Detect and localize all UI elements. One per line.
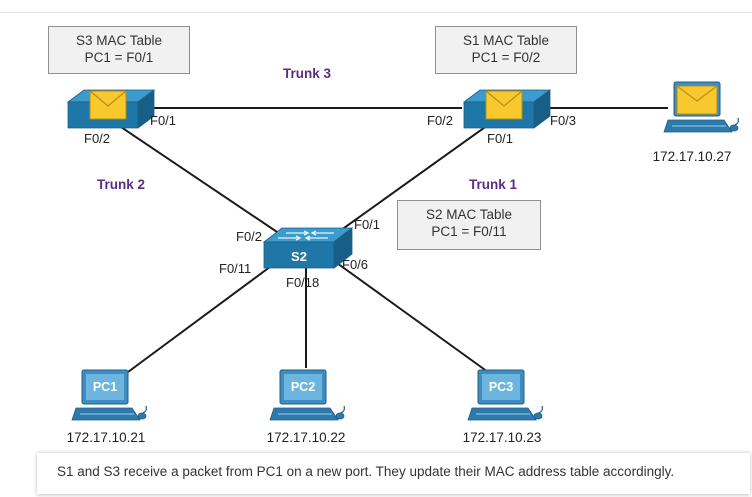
port-s1-f01: F0/1 [487,131,513,146]
envelope-icon [485,90,523,120]
trunk2-label: Trunk 2 [97,177,145,192]
mac-table-s3-title: S3 MAC Table [75,33,163,48]
port-s2-f01: F0/1 [354,217,380,232]
pc1-label: PC1 [93,380,117,394]
pc-icon [269,369,345,421]
pc2-ip: 172.17.10.22 [267,430,346,445]
link-trunk1 [329,124,489,239]
port-s3-f01: F0/1 [150,113,176,128]
mac-table-s2-title: S2 MAC Table [425,207,513,222]
switch-s1 [463,89,551,129]
host-pc2: PC2 [269,369,345,421]
pc-icon [71,369,147,421]
pc3-ip: 172.17.10.23 [463,430,542,445]
trunk1-label: Trunk 1 [469,177,518,192]
host-s1-ip: 172.17.10.27 [653,149,732,164]
caption: S1 and S3 receive a packet from PC1 on a… [37,452,750,494]
mac-table-s3: S3 MAC Table PC1 = F0/1 [48,26,190,74]
port-s2-f02: F0/2 [236,229,262,244]
top-divider [0,12,752,13]
switch-s2: S2 [262,227,354,269]
port-s1-f03: F0/3 [550,113,576,128]
port-s2-f06: F0/6 [342,257,368,272]
port-s1-f02: F0/2 [427,113,453,128]
mac-table-s1-title: S1 MAC Table [462,33,550,48]
link-trunk2 [117,124,287,239]
pc3-label: PC3 [489,380,513,394]
envelope-icon [89,90,127,120]
link-s2-pc1 [127,257,283,373]
switch-s3 [67,89,155,129]
mac-table-s2-entry: PC1 = F0/11 [431,224,507,239]
mac-table-s3-entry: PC1 = F0/1 [84,50,154,65]
port-s2-f011: F0/11 [219,261,251,276]
pc1-ip: 172.17.10.21 [67,430,146,445]
trunk3-label: Trunk 3 [283,66,332,81]
links [117,107,668,373]
mac-table-s1-entry: PC1 = F0/2 [471,50,541,65]
link-s2-pc3 [329,257,489,373]
mac-table-s1: S1 MAC Table PC1 = F0/2 [435,26,577,74]
host-pc3: PC3 [467,369,544,421]
switch-arrows-icon [278,230,334,241]
mac-table-s2: S2 MAC Table PC1 = F0/11 [397,200,541,250]
host-s1-pc [663,81,740,133]
pc2-label: PC2 [291,380,315,394]
port-s2-f018: F0/18 [286,275,319,290]
host-pc1: PC1 [71,369,147,421]
switch-s2-label: S2 [291,249,307,264]
pc-icon [467,369,544,421]
port-s3-f02: F0/2 [84,131,110,146]
